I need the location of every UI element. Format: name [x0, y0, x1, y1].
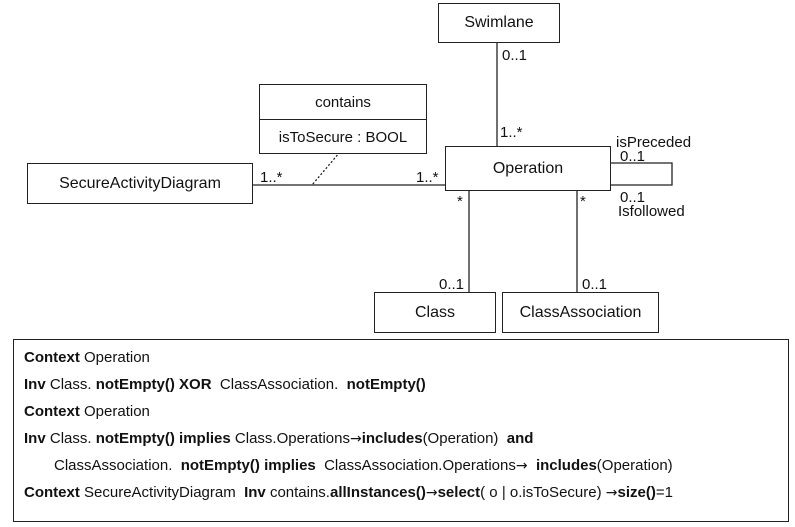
ocl-line-2: Inv Class. notEmpty() XOR ClassAssociati… — [24, 376, 426, 393]
ocl-keyword: Inv — [24, 376, 46, 393]
class-label: Class — [414, 303, 455, 321]
ocl-text: ( o | o.isToSecure) — [480, 484, 602, 501]
association-class-dashed-link — [311, 151, 341, 186]
ocl-keyword: includes — [535, 457, 597, 474]
ocl-keyword: XOR — [179, 376, 212, 393]
ocl-keyword: implies — [179, 430, 231, 447]
arrow-icon: → — [515, 458, 528, 474]
ocl-line-4: Inv Class. notEmpty() implies Class.Oper… — [24, 430, 533, 447]
ocl-keyword: notEmpty() — [180, 457, 260, 474]
ocl-text: SecureActivityDiagram — [84, 484, 236, 501]
ocl-text: Class.Operations — [234, 430, 350, 447]
ocl-text: ClassAssociation. — [219, 376, 339, 393]
ocl-text: (Operation) — [422, 430, 499, 447]
ocl-text: Operation — [84, 403, 150, 420]
class-class[interactable]: Class — [374, 292, 496, 333]
ocl-line-5: ClassAssociation. notEmpty() implies Cla… — [54, 457, 673, 474]
role-is-preceded: isPreceded — [616, 134, 692, 151]
multiplicity-swimlane-end: 0..1 — [502, 47, 528, 64]
class-secure-activity-diagram[interactable]: SecureActivityDiagram — [27, 163, 253, 204]
self-association-loop — [611, 162, 673, 186]
ocl-keyword: Inv — [24, 430, 46, 447]
ocl-text: Class. — [49, 376, 92, 393]
ocl-text: =1 — [655, 484, 673, 501]
multiplicity-operation-sad-end: 1..* — [416, 169, 439, 186]
multiplicity-is-followed: 0..1 — [620, 189, 646, 206]
ocl-line-6: Context SecureActivityDiagram Inv contai… — [24, 484, 673, 501]
ocl-keyword: notEmpty() — [346, 376, 426, 393]
multiplicity-operation-swimlane-end: 1..* — [500, 124, 523, 141]
ocl-text: ClassAssociation.Operations — [324, 457, 516, 474]
ocl-keyword: notEmpty() — [95, 430, 175, 447]
ocl-keyword: Context — [24, 484, 80, 501]
swimlane-label: Swimlane — [464, 14, 534, 31]
class-class-association[interactable]: ClassAssociation — [502, 292, 659, 333]
arrow-icon: → — [605, 485, 618, 501]
role-is-followed: Isfollowed — [618, 203, 685, 220]
ocl-keyword: and — [506, 430, 534, 447]
arrow-icon: → — [349, 431, 362, 447]
arrow-icon: → — [425, 485, 438, 501]
ocl-text: (Operation) — [596, 457, 673, 474]
multiplicity-class-association-end: 0..1 — [582, 276, 608, 293]
class-operation[interactable]: Operation — [445, 146, 611, 191]
ocl-keyword: allInstances() — [329, 484, 426, 501]
association-class-contains[interactable]: contains isToSecure : BOOL — [259, 84, 427, 154]
ocl-keyword: notEmpty() — [95, 376, 175, 393]
ocl-line-3: Context Operation — [24, 403, 150, 420]
ocl-text: Class. — [49, 430, 92, 447]
association-class-name: contains — [260, 85, 426, 120]
ocl-keyword: size() — [617, 484, 656, 501]
ocl-keyword: Inv — [244, 484, 266, 501]
ocl-keyword: Context — [24, 349, 80, 366]
ocl-text: contains. — [269, 484, 330, 501]
multiplicity-class-end: 0..1 — [439, 276, 465, 293]
multiplicity-operation-assoc-star: * — [580, 193, 586, 210]
ocl-text: Operation — [84, 349, 150, 366]
class-swimlane[interactable]: Swimlane — [438, 3, 560, 43]
secure-activity-diagram-label: SecureActivityDiagram — [59, 174, 221, 192]
multiplicity-is-preceded: 0..1 — [620, 148, 646, 165]
association-class-attribute: isToSecure : BOOL — [278, 128, 408, 146]
ocl-text: ClassAssociation. — [54, 457, 173, 474]
ocl-constraints-box: Context Operation Inv Class. notEmpty() … — [13, 339, 789, 522]
ocl-keyword: Context — [24, 403, 80, 420]
ocl-keyword: implies — [264, 457, 316, 474]
class-association-label: ClassAssociation — [519, 303, 642, 321]
ocl-keyword: includes — [361, 430, 423, 447]
ocl-keyword: select — [437, 484, 481, 501]
ocl-line-1: Context Operation — [24, 349, 150, 366]
operation-label: Operation — [492, 160, 564, 177]
multiplicity-sad-end: 1..* — [260, 169, 283, 186]
multiplicity-operation-class-star: * — [457, 193, 463, 210]
